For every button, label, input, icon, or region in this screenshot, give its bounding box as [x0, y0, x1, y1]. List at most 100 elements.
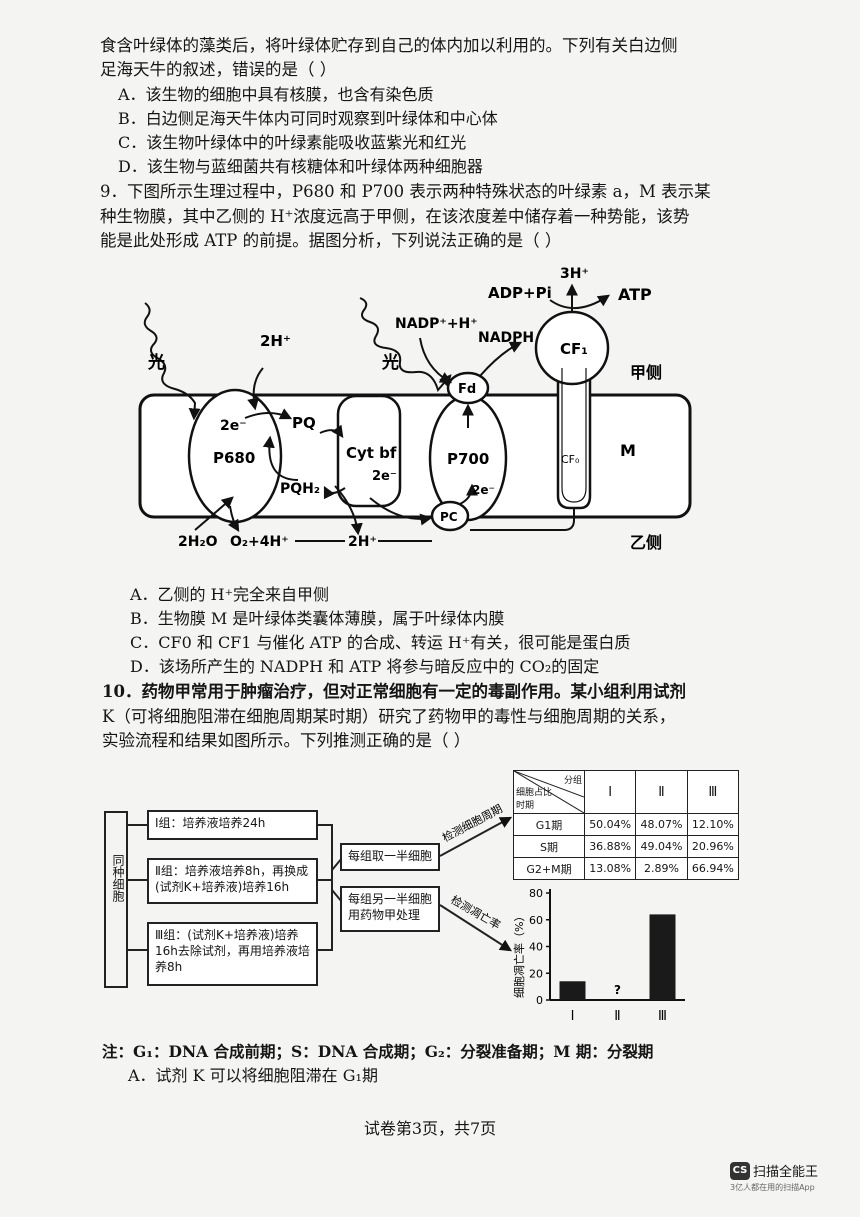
table-cell: G1期 — [513, 813, 585, 836]
label-pc: PC — [440, 510, 458, 524]
half-1-box: 每组取一半细胞 — [340, 843, 440, 871]
group-2-label: Ⅱ组：培养液培养8h，再换成(试剂K+培养液)培养16h — [155, 864, 309, 894]
label-m: M — [620, 441, 636, 460]
corner-top: 分组 — [563, 776, 582, 786]
side-box: 同种细胞 — [107, 814, 129, 984]
membrane-m — [138, 393, 692, 519]
y-tick-label: 0 — [536, 994, 543, 1007]
label-2e-a: 2e⁻ — [220, 418, 247, 434]
table-cell: 66.94% — [686, 857, 740, 880]
cyt-bf-complex — [336, 394, 402, 508]
label-pqh2: PQH₂ — [280, 481, 320, 497]
table-cell: G2+M期 — [513, 857, 585, 880]
x-tick-label: Ⅰ — [571, 1009, 575, 1024]
y-tick-label: 40 — [529, 941, 543, 954]
side-label: 同种细胞 — [111, 854, 125, 902]
q10-option-a: A．试剂 K 可以将细胞阻滞在 G₁期 — [128, 1066, 378, 1085]
table-row: G2+M期 13.08% 2.89% 66.94% — [513, 857, 740, 880]
half-2-label: 每组另一半细胞用药物甲处理 — [348, 892, 433, 922]
table-cell: 36.88% — [583, 835, 637, 858]
q8-option-d: D．该生物与蓝细菌共有核糖体和叶绿体两种细胞器 — [118, 157, 483, 176]
corner-mid: 细胞占比 — [516, 788, 553, 798]
group-1-label: Ⅰ组：培养液培养24h — [155, 816, 266, 830]
table-header: Ⅲ — [686, 770, 740, 814]
label-o2: O₂+4H⁺ — [230, 534, 289, 550]
q8-option-b: B．白边侧足海天牛体内可同时观察到叶绿体和中心体 — [118, 109, 498, 128]
q8-option-a: A．该生物的细胞中具有核膜，也含有染色质 — [118, 85, 434, 104]
label-atp: ATP — [618, 285, 652, 304]
half-2-box: 每组另一半细胞用药物甲处理 — [340, 886, 440, 932]
fd-circle — [446, 371, 490, 405]
q9-option-d: D．该场所产生的 NADPH 和 ATP 将参与暗反应中的 CO₂的固定 — [130, 657, 600, 676]
label-pq: PQ — [292, 414, 316, 432]
table-row: G1期 50.04% 48.07% 12.10% — [513, 813, 740, 836]
y-tick-label: 80 — [529, 887, 543, 900]
thylakoid-diagram: 光 2H⁺ 2e⁻ P680 PQ PQH₂ Cyt bf 2e⁻ 光 NADP… — [138, 266, 692, 552]
q9-stem-line3: 能是此处形成 ATP 的前提。据图分析，下列说法正确的是（ ） — [100, 231, 562, 250]
table-cell: S期 — [513, 835, 585, 858]
q9-stem-line2: 种生物膜，其中乙侧的 H⁺浓度远高于甲侧，在该浓度差中储存着一种势能，该势 — [100, 207, 690, 226]
scanner-slogan: 3亿人都在用的扫描App — [730, 1183, 815, 1192]
label-light-1: 光 — [147, 352, 165, 373]
y-tick-label: 60 — [529, 914, 543, 927]
q9-option-a: A．乙侧的 H⁺完全来自甲侧 — [130, 585, 330, 604]
bar-unknown-label: ? — [614, 983, 621, 997]
q10-stem-line1: 10．药物甲常用于肿瘤治疗，但对正常细胞有一定的毒副作用。某小组利用试剂 — [102, 682, 686, 701]
cell-cycle-table: 分组 细胞占比 时期 Ⅰ Ⅱ Ⅲ G1期 50.04% 48.07% 12.10… — [513, 770, 740, 880]
y-axis-label: 细胞凋亡率（%） — [512, 911, 526, 998]
bar-3 — [649, 914, 676, 1000]
half-1-label: 每组取一半细胞 — [348, 849, 433, 863]
group-2-box: Ⅱ组：培养液培养8h，再换成(试剂K+培养液)培养16h — [147, 858, 318, 904]
scanner-logo-icon: CS — [730, 1161, 750, 1180]
table-cell: 2.89% — [635, 857, 688, 880]
table-cell: 20.96% — [686, 835, 740, 858]
x-tick-label: Ⅱ — [614, 1009, 620, 1024]
label-jia: 甲侧 — [630, 363, 662, 382]
group-1-box: Ⅰ组：培养液培养24h — [147, 810, 318, 840]
label-h2o: 2H₂O — [178, 534, 218, 550]
q10-stem-line2: K（可将细胞阻滞在细胞周期某时期）研究了药物甲的毒性与细胞周期的关系， — [102, 707, 676, 726]
label-p680: P680 — [213, 449, 255, 467]
table-header: Ⅰ — [583, 770, 637, 814]
label-2h-bottom: 2H⁺ — [348, 534, 377, 550]
label-3h: 3H⁺ — [560, 266, 589, 282]
label-cyt-bf: Cyt bf — [346, 444, 397, 462]
label-cf1: CF₁ — [560, 340, 588, 358]
corner-bot: 时期 — [516, 801, 535, 811]
table-cell: 49.04% — [635, 835, 688, 858]
group-3-box: Ⅲ组：(试剂K+培养液)培养16h去除试剂，再用培养液培养8h — [147, 922, 318, 986]
table-header: Ⅱ — [635, 770, 688, 814]
bar-1 — [559, 981, 586, 1000]
q9-option-c: C．CF0 和 CF1 与催化 ATP 的合成、转运 H⁺有关，很可能是蛋白质 — [130, 633, 631, 652]
x-tick-label: Ⅲ — [658, 1009, 667, 1024]
note-line: 注：G₁：DNA 合成前期；S：DNA 合成期；G₂：分裂准备期；M 期：分裂期 — [102, 1042, 654, 1061]
label-2e-c: 2e⁻ — [472, 483, 495, 497]
label-p700: P700 — [447, 450, 489, 468]
label-adp: ADP+Pi — [488, 284, 552, 302]
q10-stem-line3: 实验流程和结果如图所示。下列推测正确的是（ ） — [102, 731, 471, 750]
label-2e-b: 2e⁻ — [372, 469, 397, 484]
cf0-stalk — [556, 366, 592, 510]
q9-stem-line1: 9．下图所示生理过程中，P680 和 P700 表示两种特殊状态的叶绿素 a，M… — [100, 182, 711, 201]
label-yi: 乙侧 — [630, 533, 662, 552]
label-2h: 2H⁺ — [260, 332, 291, 350]
flow-connectors: 检测细胞周期 检测凋亡率 — [104, 801, 513, 988]
label-nadp: NADP⁺+H⁺ — [395, 316, 478, 332]
table-cell: 50.04% — [583, 813, 637, 836]
light-wave-1 — [143, 302, 201, 421]
label-nadph: NADPH — [478, 330, 534, 346]
label-fd: Fd — [458, 382, 476, 397]
label-cf0: CF₀ — [561, 453, 580, 466]
page-footer: 试卷第3页，共7页 — [363, 1119, 497, 1138]
light-wave-2 — [359, 297, 452, 393]
q8-option-c: C．该生物叶绿体中的叶绿素能吸收蓝紫光和红光 — [118, 133, 467, 152]
table-corner: 分组 细胞占比 时期 — [513, 770, 585, 814]
scanner-name: 扫描全能王 — [753, 1165, 819, 1180]
q9-option-b: B．生物膜 M 是叶绿体类囊体薄膜，属于叶绿体内膜 — [130, 609, 505, 628]
table-cell: 48.07% — [635, 813, 688, 836]
group-3-label: Ⅲ组：(试剂K+培养液)培养16h去除试剂，再用培养液培养8h — [155, 928, 310, 974]
table-row: S期 36.88% 49.04% 20.96% — [513, 835, 740, 858]
label-light-2: 光 — [381, 352, 399, 373]
